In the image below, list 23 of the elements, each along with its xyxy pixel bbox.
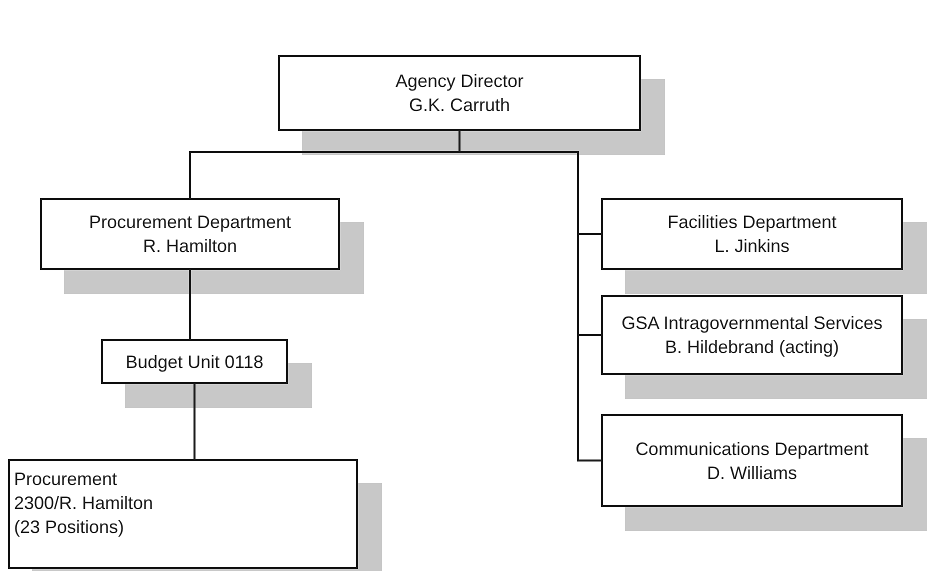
unit-name: Facilities Department	[667, 211, 837, 234]
unit-detail: 2300/R. Hamilton	[14, 492, 154, 515]
org-unit-box	[601, 198, 903, 270]
org-unit-box	[40, 198, 340, 270]
unit-detail: R. Hamilton	[142, 235, 238, 258]
unit-name: GSA Intragovernmental Services	[621, 312, 883, 335]
unit-detail: L. Jinkins	[714, 235, 790, 258]
unit-detail: B. Hildebrand (acting)	[664, 336, 840, 359]
unit-name: Procurement	[14, 468, 118, 491]
unit-name: Agency Director	[395, 70, 524, 93]
org-unit-box	[601, 414, 903, 507]
unit-name: Communications Department	[635, 438, 869, 460]
org-unit-box	[601, 295, 903, 375]
unit-name: Budget Unit 0118	[126, 350, 264, 374]
connector-line	[194, 384, 196, 459]
connector-line	[189, 270, 191, 339]
org-unit-box	[278, 55, 641, 131]
org-unit-box	[101, 339, 288, 384]
unit-detail: D. Williams	[707, 462, 797, 484]
unit-detail: (23 Positions)	[14, 516, 124, 539]
unit-detail: G.K. Carruth	[408, 94, 510, 117]
unit-name: Procurement Department	[88, 211, 292, 234]
org-unit-box	[8, 459, 358, 569]
